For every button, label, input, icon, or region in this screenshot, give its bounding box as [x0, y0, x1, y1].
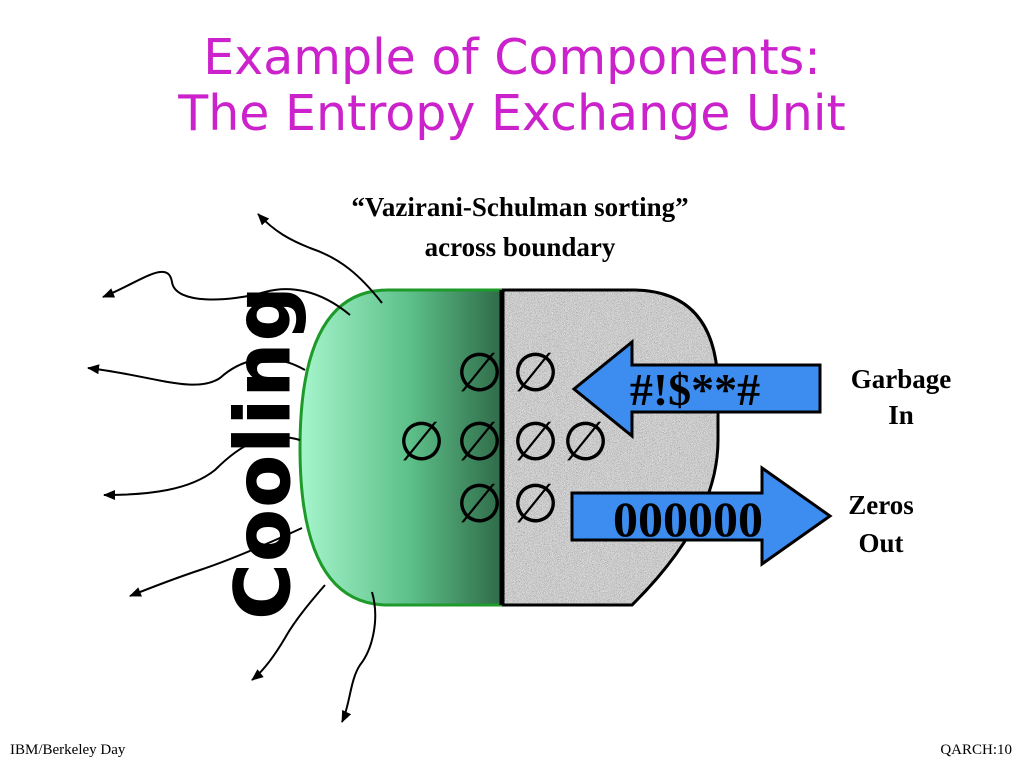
- footer-left: IBM/Berkeley Day: [10, 742, 126, 758]
- heat-arrow: [103, 435, 301, 500]
- garbage-arrow-text: #!$**#: [630, 364, 760, 415]
- zeros-label-line-1: Zeros: [848, 490, 914, 520]
- heat-arrow: [341, 591, 377, 723]
- garbage-in-arrow: [571, 338, 822, 440]
- empty-set-symbol: ∅: [562, 410, 609, 473]
- caption-line-2: across boundary: [424, 232, 616, 262]
- empty-set-symbol: ∅: [456, 410, 503, 473]
- empty-set-symbol: ∅: [456, 472, 503, 535]
- garbage-label-line-2: In: [888, 400, 914, 430]
- title-line-1: Example of Components:: [203, 29, 821, 86]
- heat-arrow: [251, 584, 326, 681]
- heat-radiation-arrows: [87, 213, 383, 723]
- noisy-region-outline: [502, 288, 720, 607]
- title-line-2: The Entropy Exchange Unit: [178, 85, 846, 142]
- cooling-label: Cooling: [218, 285, 307, 620]
- empty-set-symbol: ∅: [398, 410, 445, 473]
- caption-line-1: “Vazirani-Schulman sorting”: [351, 192, 689, 222]
- heat-arrow: [129, 527, 303, 597]
- empty-set-symbol: ∅: [512, 472, 559, 535]
- empty-set-symbol: ∅: [512, 341, 559, 404]
- heat-arrow: [102, 270, 351, 316]
- garbage-label-line-1: Garbage: [850, 364, 952, 394]
- footer-right: QARCH:10: [940, 742, 1012, 758]
- heat-arrow: [257, 213, 383, 304]
- cold-reservoir-half: [298, 288, 504, 607]
- empty-set-symbol: ∅: [456, 341, 503, 404]
- zeros-out-arrow: [570, 465, 833, 567]
- zeros-label-line-2: Out: [858, 528, 904, 558]
- empty-set-symbol: ∅: [512, 410, 559, 473]
- heat-arrow: [87, 357, 306, 386]
- zeros-arrow-text: 000000: [613, 491, 763, 547]
